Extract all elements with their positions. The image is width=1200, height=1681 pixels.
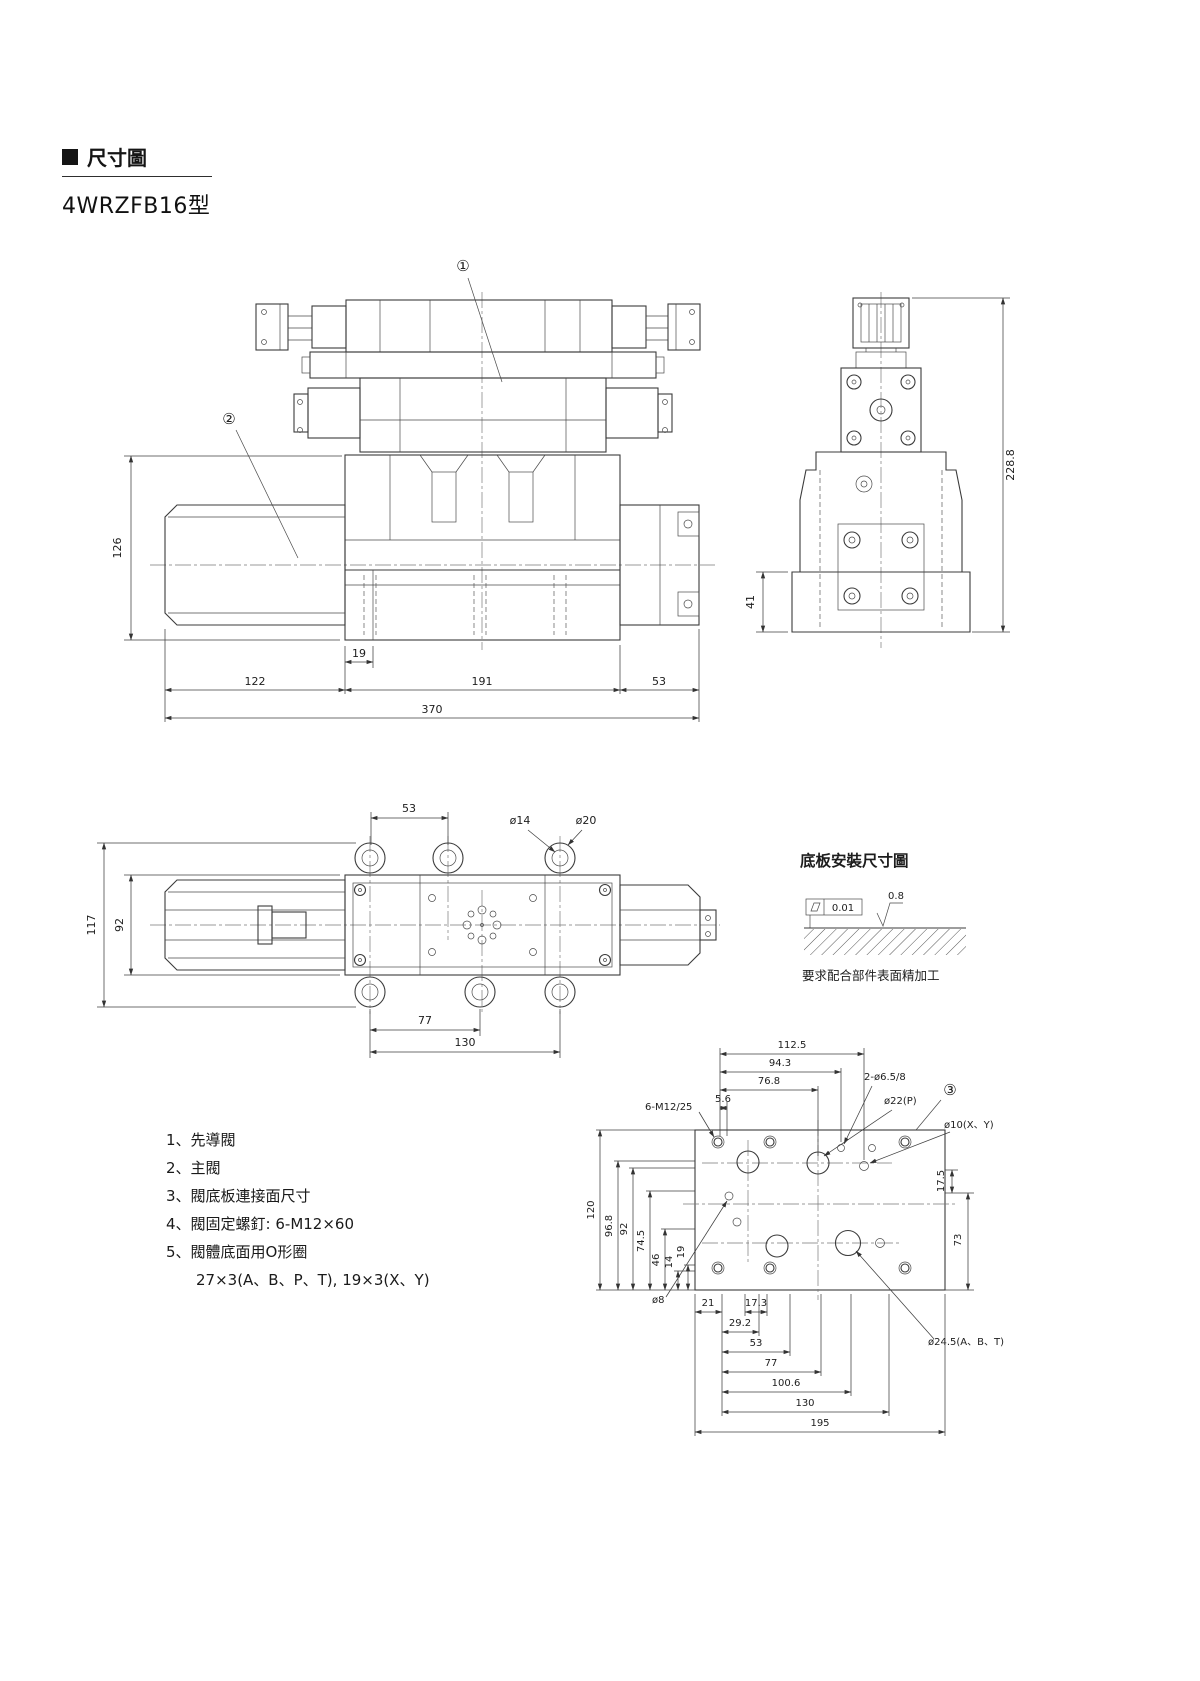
- plate-outline: [694, 1129, 946, 1291]
- notes-list: 1、先導閥 2、主閥 3、閥底板連接面尺寸 4、閥固定螺釘: 6-M12×60 …: [166, 1126, 430, 1294]
- note-item-1: 1、先導閥: [166, 1131, 236, 1149]
- dim-130-label: 130: [455, 1036, 476, 1049]
- dim-21-label: 21: [702, 1298, 715, 1309]
- dim-92-label: 92: [113, 918, 126, 932]
- top-view: 53 ø14 ø20 117 92 77 130: [85, 802, 720, 1058]
- dim-77-label: 77: [418, 1014, 432, 1027]
- label-dia24-5: ø24.5(A、B、T): [928, 1337, 1004, 1348]
- label-2-dia6-5: 2-ø6.5/8: [864, 1072, 906, 1083]
- flatness-icon: [810, 902, 821, 912]
- dim-17-3-label: 17.3: [745, 1298, 767, 1309]
- roughness-value: 0.8: [888, 891, 904, 902]
- dim-228-label: 228.8: [1004, 449, 1017, 481]
- dim-dia20-label: ø20: [576, 814, 597, 827]
- model-code: 4WRZFB16型: [62, 194, 211, 219]
- label-dia8: ø8: [652, 1295, 664, 1306]
- surface-note-title: 底板安裝尺寸圖: [800, 851, 909, 870]
- dim-120-label: 120: [586, 1200, 597, 1219]
- hatched-surface: [804, 929, 966, 955]
- dim-76-8-label: 76.8: [758, 1076, 780, 1087]
- dim-46-label: 46: [651, 1254, 662, 1267]
- dim-41-label: 41: [744, 595, 757, 609]
- dim-191-label: 191: [472, 675, 493, 688]
- dim-122-label: 122: [245, 675, 266, 688]
- callout-2: ②: [222, 410, 235, 428]
- dim-53-plate-label: 53: [750, 1338, 763, 1349]
- label-dia22-p: ø22(P): [884, 1096, 917, 1107]
- note-item-4: 4、閥固定螺釘: 6-M12×60: [166, 1215, 355, 1233]
- dim-53-top-label: 53: [402, 802, 416, 815]
- dim-100-6-label: 100.6: [772, 1378, 801, 1389]
- square-bullet-icon: [62, 148, 78, 165]
- dim-19-label: 19: [352, 647, 366, 660]
- dim-14-label: 14: [664, 1256, 675, 1269]
- dim-94-3-label: 94.3: [769, 1058, 791, 1069]
- dim-17-5-label: 17.5: [936, 1170, 947, 1192]
- front-view: ① ② 126 19 122 191 53 370: [111, 257, 715, 722]
- dim-29-2-label: 29.2: [729, 1318, 751, 1329]
- note-item-5-continued: 27×3(A、B、P、T), 19×3(X、Y): [196, 1271, 430, 1289]
- dim-370-label: 370: [422, 703, 443, 716]
- dim-19-plate-label: 19: [676, 1246, 687, 1259]
- surface-note: 底板安裝尺寸圖 0.01 0.8 要求配合部件表面精加工: [800, 851, 966, 983]
- section-title: 尺寸圖: [62, 142, 212, 177]
- dim-92-plate-label: 92: [619, 1223, 630, 1236]
- dim-130-plate-label: 130: [795, 1398, 814, 1409]
- dim-195-label: 195: [810, 1418, 829, 1429]
- dim-126-label: 126: [111, 538, 124, 559]
- note-item-3: 3、閥底板連接面尺寸: [166, 1187, 311, 1205]
- note-item-2: 2、主閥: [166, 1159, 221, 1177]
- callout-1: ①: [456, 257, 469, 275]
- roughness-icon: [876, 902, 903, 927]
- dim-112-5-label: 112.5: [778, 1040, 807, 1051]
- dim-77-plate-label: 77: [765, 1358, 778, 1369]
- page-header: 尺寸圖 4WRZFB16型: [62, 142, 212, 220]
- dim-96-8-label: 96.8: [604, 1215, 615, 1237]
- label-6-m12: 6-M12/25: [645, 1102, 692, 1113]
- side-view: 228.8 41: [744, 292, 1017, 648]
- label-dia10-xy: ø10(X、Y): [944, 1120, 994, 1131]
- dim-117-label: 117: [85, 915, 98, 936]
- dim-dia14-label: ø14: [510, 814, 531, 827]
- callout-3: ③: [943, 1081, 956, 1099]
- section-title-text: 尺寸圖: [87, 146, 147, 170]
- plate-view: 5.6 76.8 94.3 112.5 6-M12/25 2-ø6.5/8 ø2…: [586, 1040, 1004, 1436]
- dim-74-5-label: 74.5: [636, 1230, 647, 1252]
- dim-73-label: 73: [953, 1234, 964, 1247]
- surface-note-caption: 要求配合部件表面精加工: [802, 968, 940, 983]
- dim-53-label: 53: [652, 675, 666, 688]
- note-item-5: 5、閥體底面用O形圈: [166, 1243, 308, 1261]
- flatness-value: 0.01: [832, 903, 854, 914]
- dim-5-6-label: 5.6: [715, 1094, 731, 1105]
